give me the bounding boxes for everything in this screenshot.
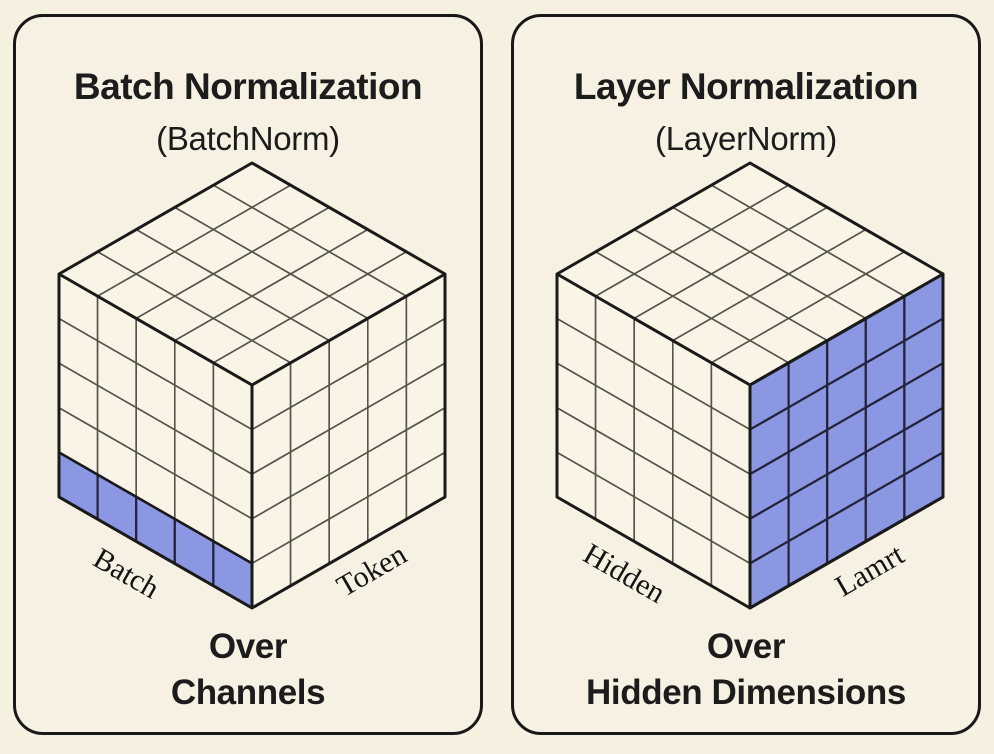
layernorm-caption: Over Hidden Dimensions [514,624,978,716]
batch-axis-label: Batch [87,541,165,606]
panel-subtitle: (BatchNorm) [156,120,340,157]
batchnorm-caption: Over Channels [16,624,480,716]
layernorm-panel: Layer Normalization (LayerNorm) Hidden L… [511,14,981,735]
caption-line2: Hidden Dimensions [586,673,906,712]
panel-title: Batch Normalization [73,66,423,107]
caption-line2: Channels [170,673,326,712]
panel-subtitle: (LayerNorm) [655,120,837,157]
layer-axis-label: Lamrt [829,537,910,604]
hidden-axis-label: Hidden [577,537,671,610]
token-axis-label: Token [331,537,413,604]
batchnorm-panel: Batch Normalization (BatchNorm) Batch To… [13,14,483,735]
caption-line1: Over [706,627,786,666]
caption-line1: Over [208,627,288,666]
panel-title: Layer Normalization [573,66,919,107]
